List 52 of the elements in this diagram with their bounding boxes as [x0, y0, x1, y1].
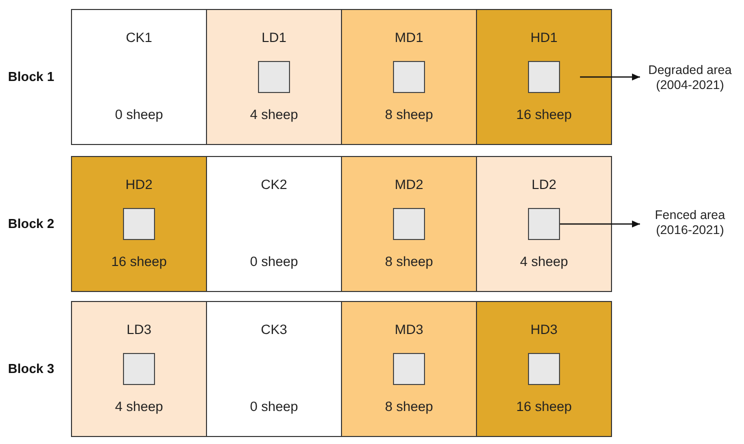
plot-panel	[341, 156, 477, 292]
inner-square	[393, 61, 425, 93]
plot-code-label: HD1	[530, 30, 558, 46]
sheep-count-label: 0 sheep	[250, 399, 298, 415]
plot-panel	[206, 301, 342, 437]
arrow	[580, 74, 640, 80]
sheep-count-label: 16 sheep	[516, 399, 572, 415]
plot-code-label: LD1	[262, 30, 286, 46]
plot-panel	[341, 9, 477, 145]
sheep-count-label: 4 sheep	[520, 254, 568, 270]
inner-square	[123, 353, 155, 385]
plot-code-label: LD2	[532, 177, 556, 193]
annotation-text: Degraded area (2004-2021)	[640, 63, 740, 93]
plot-panel	[71, 301, 207, 437]
block-label: Block 2	[8, 216, 54, 232]
inner-square	[528, 208, 560, 240]
plot-panel	[206, 156, 342, 292]
annotation-text: Fenced area (2016-2021)	[640, 208, 740, 238]
plot-code-label: HD3	[530, 322, 558, 338]
sheep-count-label: 0 sheep	[250, 254, 298, 270]
plot-code-label: CK3	[260, 322, 288, 338]
plot-panel	[341, 301, 477, 437]
plot-code-label: LD3	[126, 322, 152, 338]
plot-code-label: MD3	[394, 322, 424, 338]
plot-panel	[476, 301, 612, 437]
sheep-count-label: 4 sheep	[114, 399, 164, 415]
plot-panel	[71, 9, 207, 145]
sheep-count-label: 16 sheep	[111, 254, 167, 270]
inner-square	[528, 353, 560, 385]
plot-code-label: HD2	[125, 177, 152, 193]
sheep-count-label: 16 sheep	[516, 107, 572, 123]
sheep-count-label: 0 sheep	[114, 107, 164, 123]
plot-panel	[476, 9, 612, 145]
sheep-count-label: 8 sheep	[384, 254, 434, 270]
sheep-count-label: 4 sheep	[250, 107, 298, 123]
plot-code-label: MD2	[394, 177, 424, 193]
plot-panel	[71, 156, 207, 292]
block-label: Block 1	[8, 69, 54, 85]
plot-panel	[206, 9, 342, 145]
inner-square	[123, 208, 155, 240]
arrow	[560, 220, 640, 228]
inner-square	[258, 61, 290, 93]
plot-code-label: CK1	[126, 30, 152, 46]
inner-square	[393, 353, 425, 385]
plot-code-label: CK2	[260, 177, 288, 193]
block-label: Block 3	[8, 361, 54, 377]
sheep-count-label: 8 sheep	[384, 399, 434, 415]
plot-panel	[476, 156, 612, 292]
inner-square	[393, 208, 425, 240]
inner-square	[528, 61, 560, 93]
plot-code-label: MD1	[394, 30, 424, 46]
sheep-count-label: 8 sheep	[384, 107, 434, 123]
